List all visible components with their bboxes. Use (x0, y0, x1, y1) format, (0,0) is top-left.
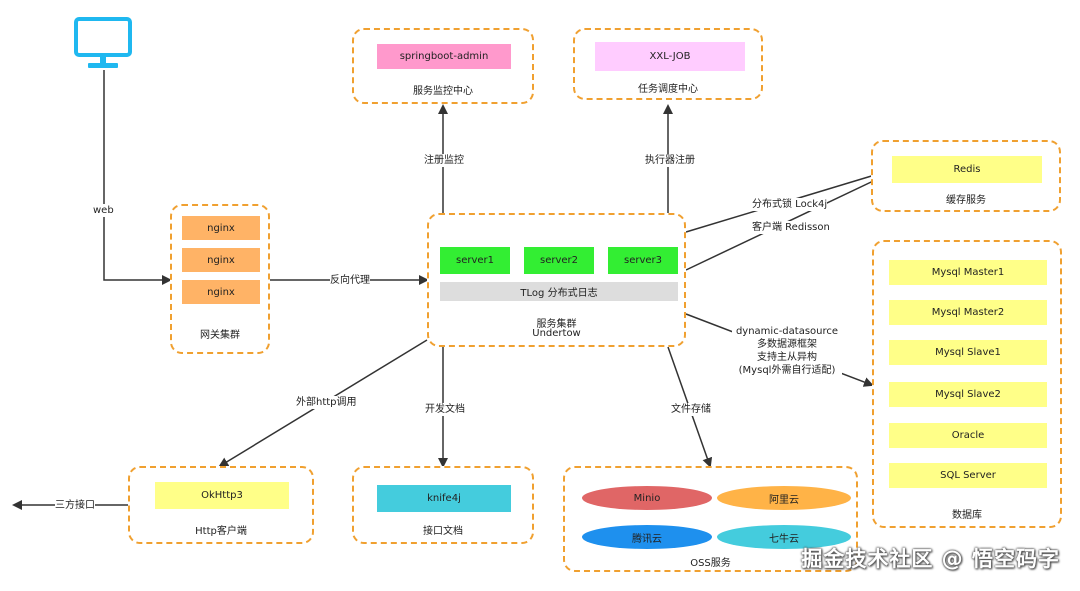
edge-label-external-http: 外部http调用 (296, 396, 357, 409)
knife4j-node: knife4j (377, 485, 511, 512)
datasource-line: 多数据源框架 (757, 339, 817, 350)
http-client-group: OkHttp3 Http客户端 (128, 466, 314, 544)
edge-label-dev-docs: 开发文档 (425, 403, 465, 416)
edge-label-web: web (93, 204, 114, 217)
xxl-job-node: XXL-JOB (595, 42, 745, 71)
db-node: Mysql Master1 (889, 260, 1047, 285)
db-node: SQL Server (889, 463, 1047, 488)
api-docs-caption: 接口文档 (423, 526, 463, 537)
edge-label-reverse-proxy: 反向代理 (330, 274, 370, 287)
db-node: Oracle (889, 423, 1047, 448)
gateway-cluster: nginx nginx nginx 网关集群 (170, 204, 270, 354)
qiniu-node: 七牛云 (717, 525, 851, 549)
edge-label-register-monitor: 注册监控 (424, 154, 464, 167)
oss-group: Minio 阿里云 腾讯云 七牛云 OSS服务 (563, 466, 858, 572)
edge-label-datasource: dynamic-datasource 多数据源框架 支持主从异构 (Mysql外… (732, 325, 842, 377)
datasource-line: 支持主从异构 (757, 352, 817, 363)
db-node: Mysql Slave1 (889, 340, 1047, 365)
datasource-line: dynamic-datasource (735, 326, 839, 337)
db-node: Mysql Master2 (889, 300, 1047, 325)
aliyun-node: 阿里云 (717, 486, 851, 510)
minio-node: Minio (582, 486, 712, 510)
database-group: Mysql Master1 Mysql Master2 Mysql Slave1… (872, 240, 1062, 528)
cache-service: Redis 缓存服务 (871, 140, 1061, 212)
nginx-node: nginx (182, 248, 260, 272)
okhttp-node: OkHttp3 (155, 482, 289, 509)
cluster-caption-line1: 服务集群 (536, 319, 577, 330)
job-center: XXL-JOB 任务调度中心 (573, 28, 763, 100)
http-client-caption: Http客户端 (195, 526, 247, 537)
edge-web (103, 70, 172, 285)
service-cluster: server1 server2 server3 TLog 分布式日志 服务集群 … (427, 213, 686, 347)
cache-caption: 缓存服务 (946, 195, 986, 206)
redis-node: Redis (892, 156, 1042, 183)
api-docs-group: knife4j 接口文档 (352, 466, 534, 544)
tlog-bar: TLog 分布式日志 (440, 282, 678, 301)
nginx-node: nginx (182, 280, 260, 304)
monitor-center: springboot-admin 服务监控中心 (352, 28, 534, 104)
oss-caption: OSS服务 (690, 558, 731, 569)
edge-label-file-storage: 文件存储 (671, 403, 711, 416)
edge-label-third-party: 三方接口 (55, 499, 95, 512)
watermark: 掘金技术社区 @ 悟空码字 (801, 547, 1060, 571)
monitor-icon (74, 17, 132, 68)
cluster-caption-line2: Undertow (532, 328, 581, 339)
server-node: server3 (608, 247, 678, 274)
monitor-center-caption: 服务监控中心 (413, 86, 473, 97)
gateway-caption: 网关集群 (200, 330, 240, 341)
springboot-admin-node: springboot-admin (377, 44, 511, 69)
edge-label-lock: 分布式锁 Lock4j (752, 198, 828, 211)
job-center-caption: 任务调度中心 (638, 84, 698, 95)
edge-label-client: 客户端 Redisson (752, 221, 830, 234)
server-node: server1 (440, 247, 510, 274)
nginx-node: nginx (182, 216, 260, 240)
datasource-line: (Mysql外需自行适配) (738, 365, 836, 376)
db-node: Mysql Slave2 (889, 382, 1047, 407)
edge-label-executor-register: 执行器注册 (645, 154, 695, 167)
database-caption: 数据库 (952, 510, 982, 521)
tencent-cloud-node: 腾讯云 (582, 525, 712, 549)
server-node: server2 (524, 247, 594, 274)
